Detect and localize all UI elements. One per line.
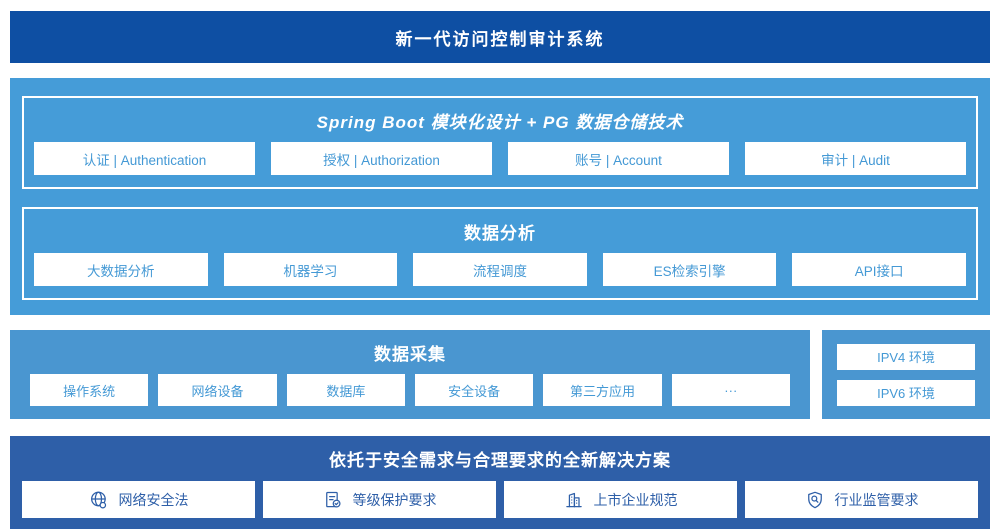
analysis-box-ml: 机器学习	[223, 253, 398, 286]
page-title: 新一代访问控制审计系统	[395, 29, 605, 49]
globe-icon	[90, 491, 106, 508]
source-box-thirdparty: 第三方应用	[543, 374, 662, 406]
solution-box-label: 行业监管要求	[834, 491, 919, 508]
solution-section: 依托于安全需求与合理要求的全新解决方案 网络安全法 等级保护要求	[10, 436, 990, 529]
modules-subsection: Spring Boot 模块化设计 + PG 数据仓储技术 认证 | Authe…	[22, 96, 978, 189]
page-title-banner: 新一代访问控制审计系统	[10, 11, 990, 63]
module-box-account: 账号 | Account	[508, 142, 729, 175]
collection-section: 数据采集 操作系统 网络设备 数据库 安全设备 第三方应用 ···	[10, 330, 810, 419]
solution-box-cybersecurity-law: 网络安全法	[22, 481, 255, 518]
analysis-row: 大数据分析 机器学习 流程调度 ES检索引擎 API接口	[34, 253, 966, 286]
modules-title: Spring Boot 模块化设计 + PG 数据仓储技术	[316, 113, 684, 132]
source-box-security: 安全设备	[414, 374, 534, 406]
analysis-subsection: 数据分析 大数据分析 机器学习 流程调度 ES检索引擎 API接口	[22, 207, 978, 300]
solution-box-industry-regulation: 行业监管要求	[745, 481, 978, 518]
source-box-more: ···	[671, 374, 790, 406]
solution-box-label: 网络安全法	[118, 491, 189, 508]
module-box-authorization: 授权 | Authorization	[271, 142, 492, 175]
document-check-icon	[325, 491, 341, 508]
collection-sources-row: 操作系统 网络设备 数据库 安全设备 第三方应用 ···	[30, 374, 790, 406]
building-icon	[565, 492, 582, 507]
solution-title: 依托于安全需求与合理要求的全新解决方案	[329, 451, 671, 470]
analysis-box-es: ES检索引擎	[602, 253, 777, 286]
module-box-audit: 审计 | Audit	[745, 142, 966, 175]
shield-search-icon	[807, 491, 822, 508]
modules-row: 认证 | Authentication 授权 | Authorization 账…	[34, 142, 966, 175]
solution-box-label: 上市企业规范	[593, 491, 678, 508]
collection-row: 数据采集 操作系统 网络设备 数据库 安全设备 第三方应用 ··· IPV4 环…	[10, 330, 990, 419]
source-box-network: 网络设备	[158, 374, 277, 406]
module-box-authentication: 认证 | Authentication	[34, 142, 255, 175]
solution-row: 网络安全法 等级保护要求 上市企业规范	[22, 481, 978, 518]
analysis-box-workflow: 流程调度	[413, 253, 587, 286]
ipv6-box: IPV6 环境	[837, 379, 975, 406]
solution-box-classified-protection: 等级保护要求	[263, 481, 496, 518]
analysis-box-api: API接口	[792, 253, 966, 286]
collection-title: 数据采集	[374, 345, 446, 364]
platform-section: Spring Boot 模块化设计 + PG 数据仓储技术 认证 | Authe…	[10, 78, 990, 315]
analysis-title: 数据分析	[464, 224, 536, 243]
source-box-database: 数据库	[286, 374, 405, 406]
analysis-box-bigdata: 大数据分析	[34, 253, 208, 286]
source-box-os: 操作系统	[30, 374, 149, 406]
ipv4-box: IPV4 环境	[837, 343, 975, 370]
ip-environment-panel: IPV4 环境 IPV6 环境	[822, 330, 990, 419]
solution-box-label: 等级保护要求	[352, 491, 437, 508]
solution-box-listed-company: 上市企业规范	[504, 481, 737, 518]
